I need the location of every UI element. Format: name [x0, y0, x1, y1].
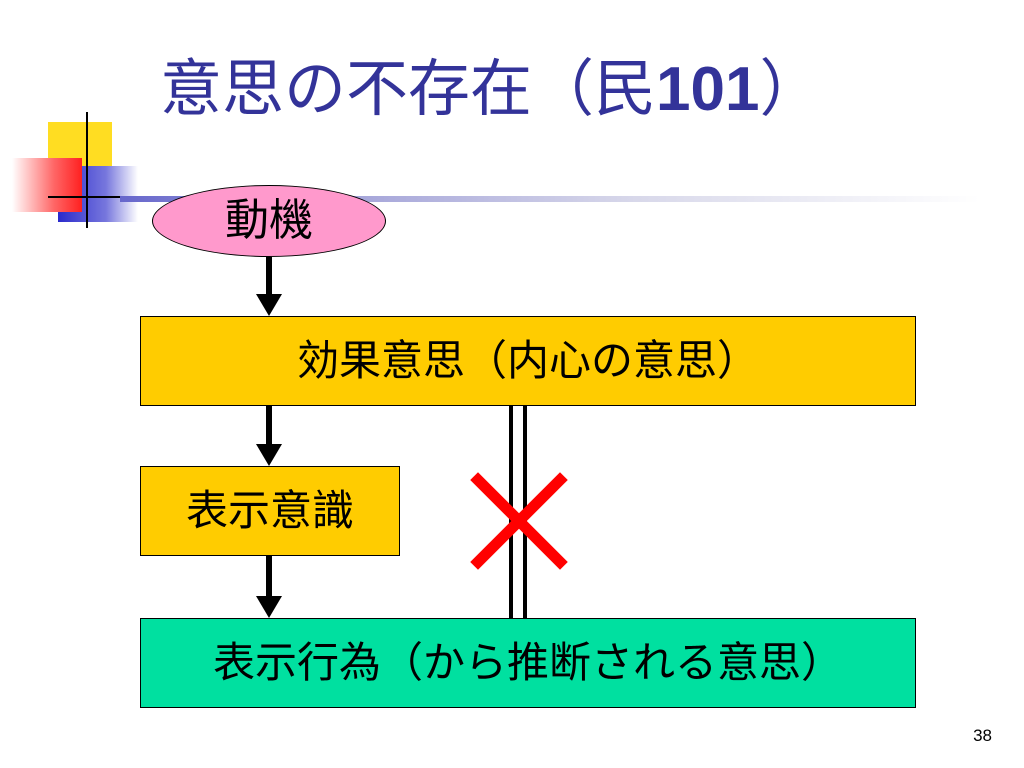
deco-red-square — [12, 158, 82, 212]
page-number: 38 — [973, 726, 992, 745]
title-article-number: 101 — [656, 55, 760, 124]
title-text: 意思の不存在（民 — [160, 52, 657, 125]
node-effect-intent-label: 効果意思（内心の意思） — [296, 336, 759, 385]
arrow-awareness-to-act — [256, 556, 282, 618]
node-expression-act-label: 表示行為（から推断される意思） — [212, 638, 843, 687]
decorative-squares-logo — [12, 112, 138, 228]
node-expression-awareness: 表示意識 — [140, 466, 400, 556]
slide-title: 意思の不存在（民101） — [160, 58, 821, 121]
node-expression-awareness-label: 表示意識 — [185, 486, 354, 535]
node-motive: 動機 — [152, 185, 386, 257]
cross-mark — [470, 472, 568, 570]
arrow-effect-to-awareness — [256, 406, 282, 466]
title-underline-rule — [120, 196, 980, 202]
node-expression-act: 表示行為（から推断される意思） — [140, 618, 916, 708]
title-close-paren: ） — [759, 52, 822, 125]
node-motive-label: 動機 — [225, 195, 313, 246]
arrow-motive-to-effect — [256, 257, 282, 316]
node-effect-intent: 効果意思（内心の意思） — [140, 316, 916, 406]
